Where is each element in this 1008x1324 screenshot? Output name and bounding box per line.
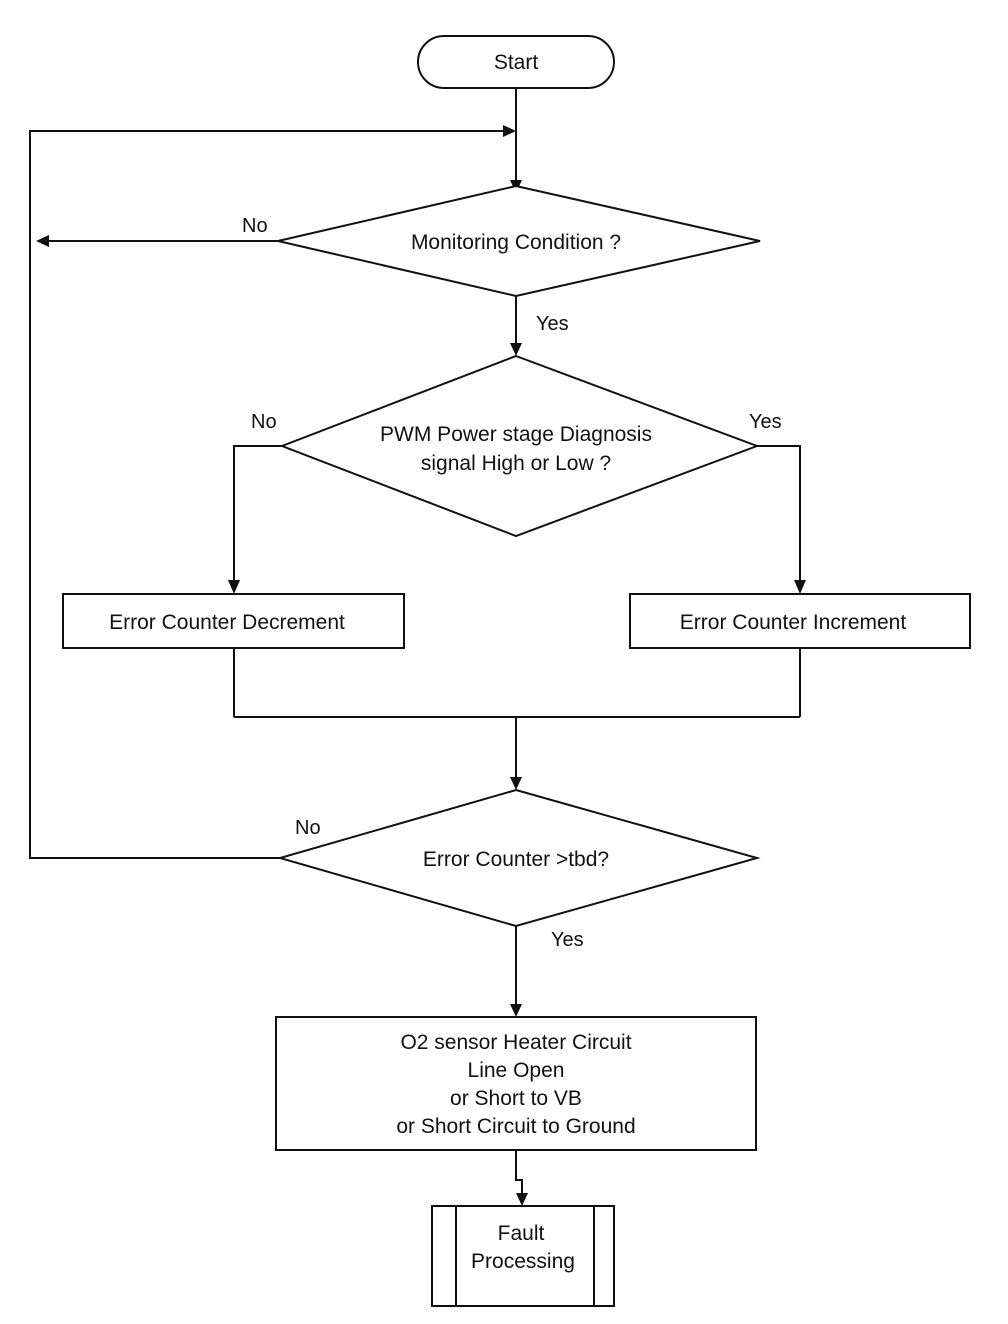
heater-circuit-fault-box: O2 sensor Heater Circuit Line Open or Sh… xyxy=(275,1016,757,1151)
arrowhead-heater xyxy=(510,1004,522,1017)
counter-yes-label: Yes xyxy=(551,929,584,951)
arrowhead-counter-check xyxy=(510,777,522,790)
arrowhead-decrement xyxy=(228,580,240,594)
pwm-diagnosis-decision: PWM Power stage Diagnosis signal High or… xyxy=(279,354,760,538)
error-counter-decrement-box: Error Counter Decrement xyxy=(62,593,405,649)
arrowhead-pwm xyxy=(510,343,522,356)
start-label: Start xyxy=(494,51,539,74)
pwm-no-label: No xyxy=(251,411,277,433)
monitoring-no-label: No xyxy=(242,215,268,237)
pwm-diagnosis-label-line1: PWM Power stage Diagnosis xyxy=(380,423,652,446)
fault-processing-line1: Fault xyxy=(498,1222,545,1245)
heater-circuit-line1: O2 sensor Heater Circuit xyxy=(400,1031,631,1054)
error-counter-increment-box: Error Counter Increment xyxy=(629,593,971,649)
error-counter-threshold-decision: Error Counter >tbd? xyxy=(276,788,761,928)
start-node: Start xyxy=(417,35,615,89)
arrowhead-increment xyxy=(794,580,806,594)
counter-no-label: No xyxy=(295,817,321,839)
heater-circuit-line3: or Short to VB xyxy=(450,1087,582,1110)
monitoring-condition-decision: Monitoring Condition ? xyxy=(277,184,761,298)
heater-circuit-line2: Line Open xyxy=(468,1059,565,1082)
connector-heater-to-fault xyxy=(515,1150,523,1195)
pwm-diagnosis-label-line2: signal High or Low ? xyxy=(421,452,611,475)
connector-counter-no-loop xyxy=(29,130,506,859)
error-counter-increment-label: Error Counter Increment xyxy=(680,611,907,634)
monitoring-yes-label: Yes xyxy=(536,313,569,335)
pwm-yes-label: Yes xyxy=(749,411,782,433)
monitoring-condition-label: Monitoring Condition ? xyxy=(411,231,621,254)
error-counter-threshold-label: Error Counter >tbd? xyxy=(423,848,609,871)
arrowhead-loop-merge xyxy=(503,125,516,137)
error-counter-decrement-label: Error Counter Decrement xyxy=(109,611,345,634)
connector-pwm-no xyxy=(233,445,282,583)
heater-circuit-line4: or Short Circuit to Ground xyxy=(396,1115,635,1138)
arrowhead-fault xyxy=(516,1193,528,1206)
connector-pwm-yes xyxy=(757,445,801,583)
fault-processing-box: Fault Processing xyxy=(431,1205,615,1307)
fault-processing-line2: Processing xyxy=(471,1250,575,1273)
arrowhead-monitoring-no xyxy=(36,235,49,247)
